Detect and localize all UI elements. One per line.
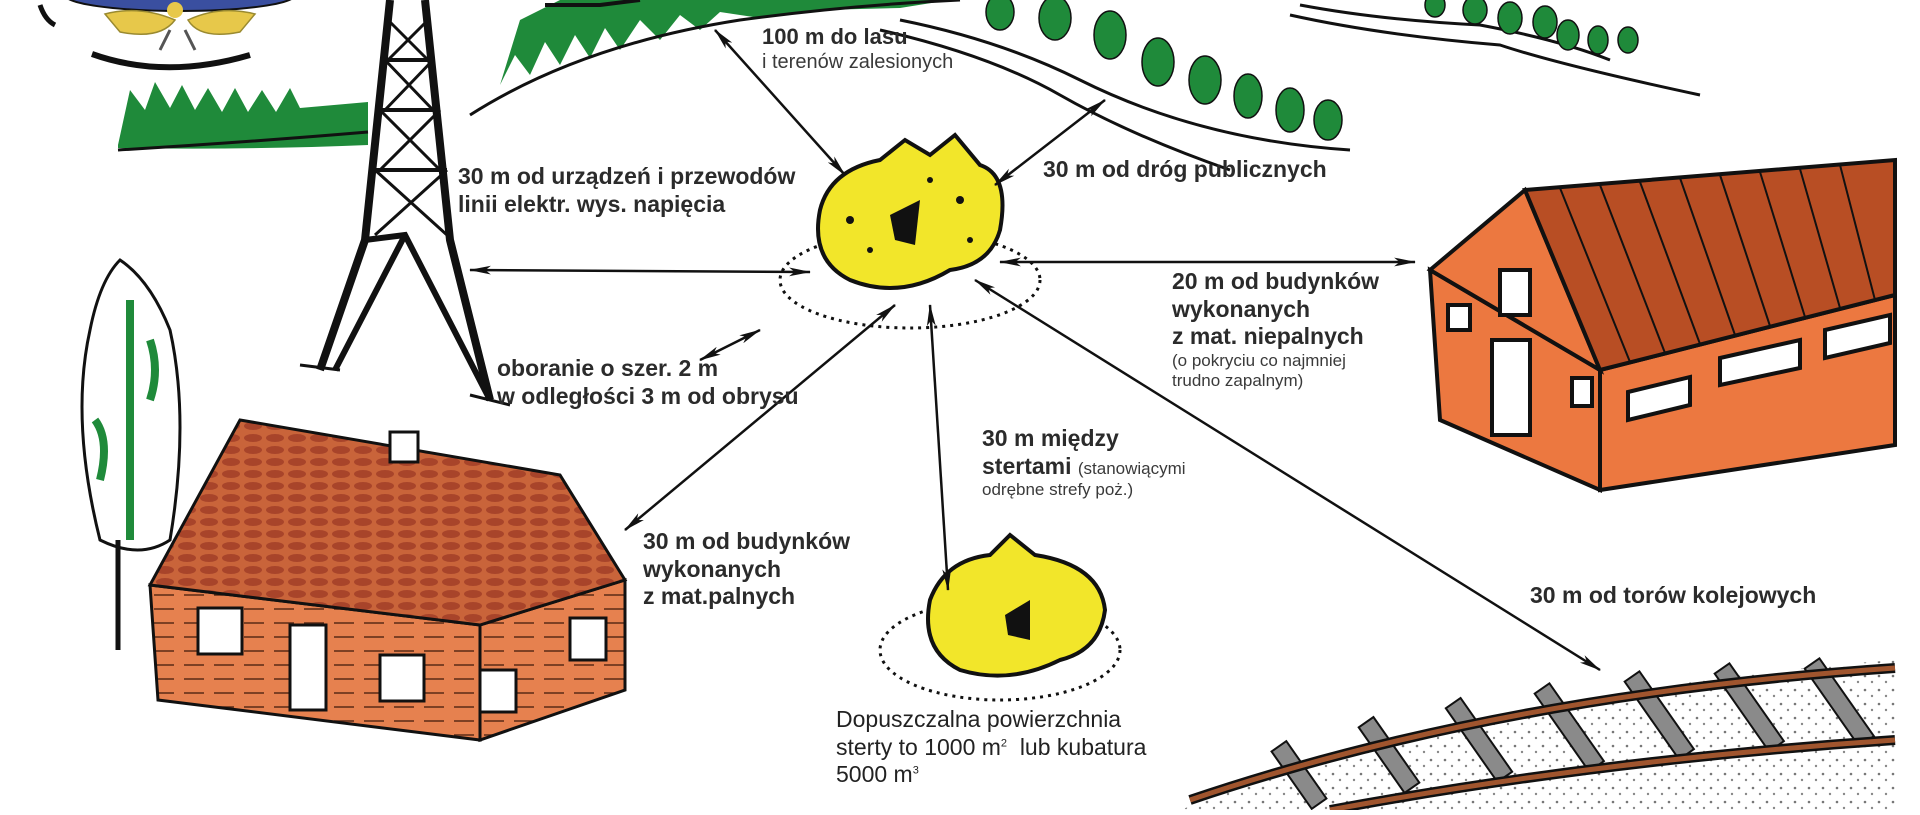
label-forest-distance: 100 m do lasu i terenów zalesionych: [762, 24, 954, 74]
wooden-house: [147, 418, 628, 743]
label-flammable-buildings-distance: 30 m od budynków wykonanych z mat.palnyc…: [643, 528, 851, 610]
forest-hill: [469, 0, 980, 117]
label-nonflammable-buildings-distance: 20 m od budynków wykonanych z mat. niepa…: [1172, 268, 1380, 391]
railway-track: [1180, 656, 1896, 815]
power-pylon: [299, 0, 511, 407]
haystack-second: [878, 532, 1122, 702]
label-between-stacks: 30 m między stertami (stanowiącymi odręb…: [982, 425, 1186, 500]
label-allowed-stack-size: Dopuszczalna powierzchnia sterty to 1000…: [836, 706, 1147, 788]
label-power-line-distance: 30 m od urządzeń i przewodów linii elekt…: [458, 163, 796, 217]
label-railway-distance: 30 m od torów kolejowych: [1530, 582, 1817, 608]
distance-arrows: [468, 29, 1601, 672]
label-plowing: oboranie o szer. 2 m w odległości 3 m od…: [497, 355, 799, 409]
fire-service-logo: [37, 0, 292, 71]
brick-building: [1426, 157, 1897, 494]
haystack-main: [778, 132, 1042, 330]
poplar-tree: [80, 258, 182, 650]
label-public-roads-distance: 30 m od dróg publicznych: [1043, 156, 1327, 182]
public-road: [879, 0, 1701, 172]
forest-left: [117, 82, 369, 152]
